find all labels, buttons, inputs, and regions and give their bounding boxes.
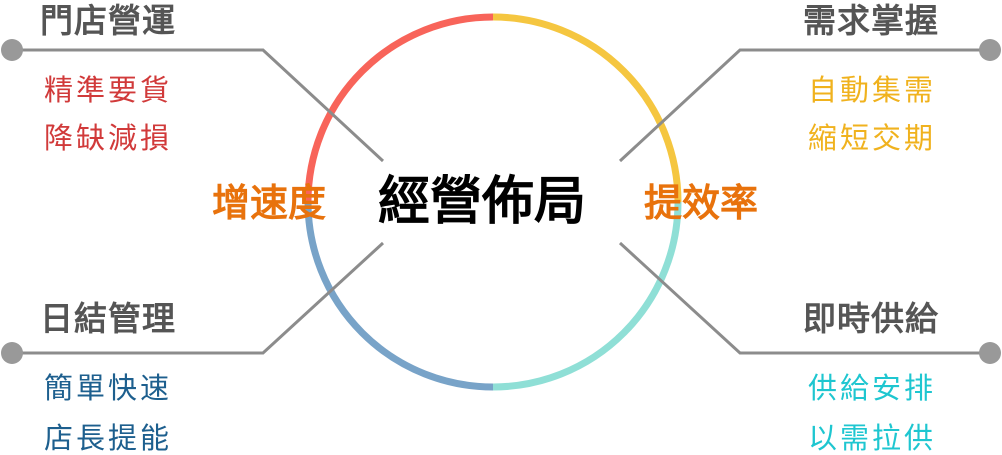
connector-top-left — [12, 48, 385, 163]
quadrant-item: 簡單快速 — [44, 371, 173, 405]
connector-top-right — [618, 48, 990, 163]
quadrant-item: 店長提能 — [44, 421, 173, 455]
quadrant-item: 供給安排 — [808, 371, 937, 405]
connector-bottom-right — [618, 241, 990, 355]
quadrant-title-supply: 即時供給 — [803, 299, 939, 338]
ring-segment-bottom-right — [492, 201, 682, 391]
dot-top-left — [1, 39, 23, 61]
dot-bottom-left — [1, 342, 23, 364]
right-label: 提效率 — [644, 181, 759, 225]
dot-bottom-right — [979, 342, 1001, 364]
quadrant-item: 以需拉供 — [808, 421, 937, 455]
quadrant-item: 自動集需 — [808, 73, 937, 107]
quadrant-title-demand: 需求掌握 — [803, 1, 939, 40]
connector-bottom-left — [12, 241, 385, 355]
ring-segment-bottom-left — [304, 201, 494, 391]
left-label: 增速度 — [212, 181, 327, 225]
center-title: 經營佈局 — [378, 172, 587, 232]
quadrant-title-store-ops: 門店營運 — [40, 1, 176, 40]
quadrant-item: 降缺減損 — [44, 121, 173, 155]
quadrant-title-daily-close: 日結管理 — [40, 299, 176, 338]
dot-top-right — [979, 39, 1001, 61]
quadrant-item: 縮短交期 — [808, 121, 937, 155]
quadrant-item: 精準要貨 — [44, 73, 173, 107]
ring-segment-top-left — [304, 13, 494, 203]
ring-segment-top-right — [492, 13, 682, 203]
